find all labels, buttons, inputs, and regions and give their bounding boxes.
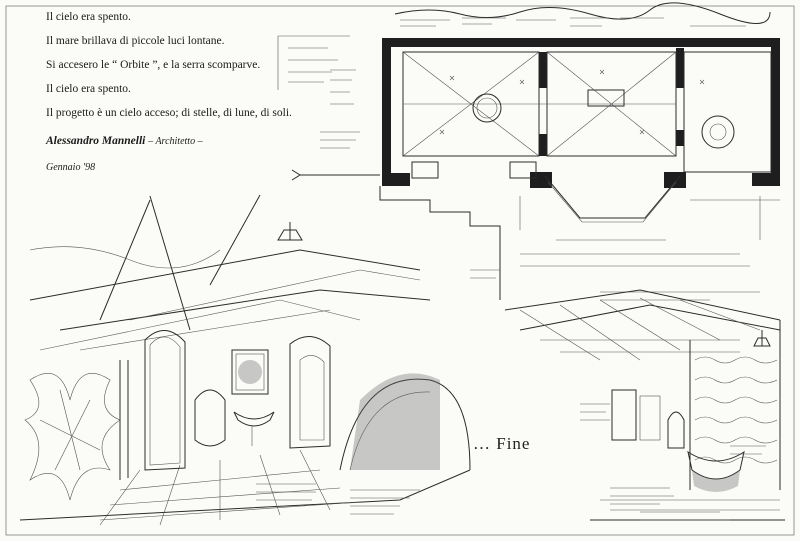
signature: Alessandro Mannelli – Architetto –: [46, 134, 296, 149]
left-perspective: [19, 194, 471, 526]
poem-line: Si accesero le “ Orbite ”, e la serra sc…: [46, 59, 261, 71]
sheet-border: [5, 5, 795, 536]
floor-plan: [277, 2, 780, 301]
poem-line: Il progetto è un cielo acceso; di stelle…: [46, 107, 292, 119]
date: Gennaio '98: [46, 162, 96, 173]
poem-line: Il cielo era spento.: [46, 83, 131, 95]
poem-line: Il mare brillava di piccole luci lontane…: [46, 35, 225, 47]
right-perspective: [504, 289, 785, 521]
author-role: – Architetto –: [148, 136, 203, 147]
author-name: Alessandro Mannelli: [46, 135, 146, 147]
annotations: [256, 403, 766, 521]
poem-block: Il cielo era spento. Il mare brillava di…: [46, 10, 296, 175]
fine-text: … Fine: [473, 434, 531, 453]
poem-line: Il cielo era spento.: [46, 11, 131, 23]
